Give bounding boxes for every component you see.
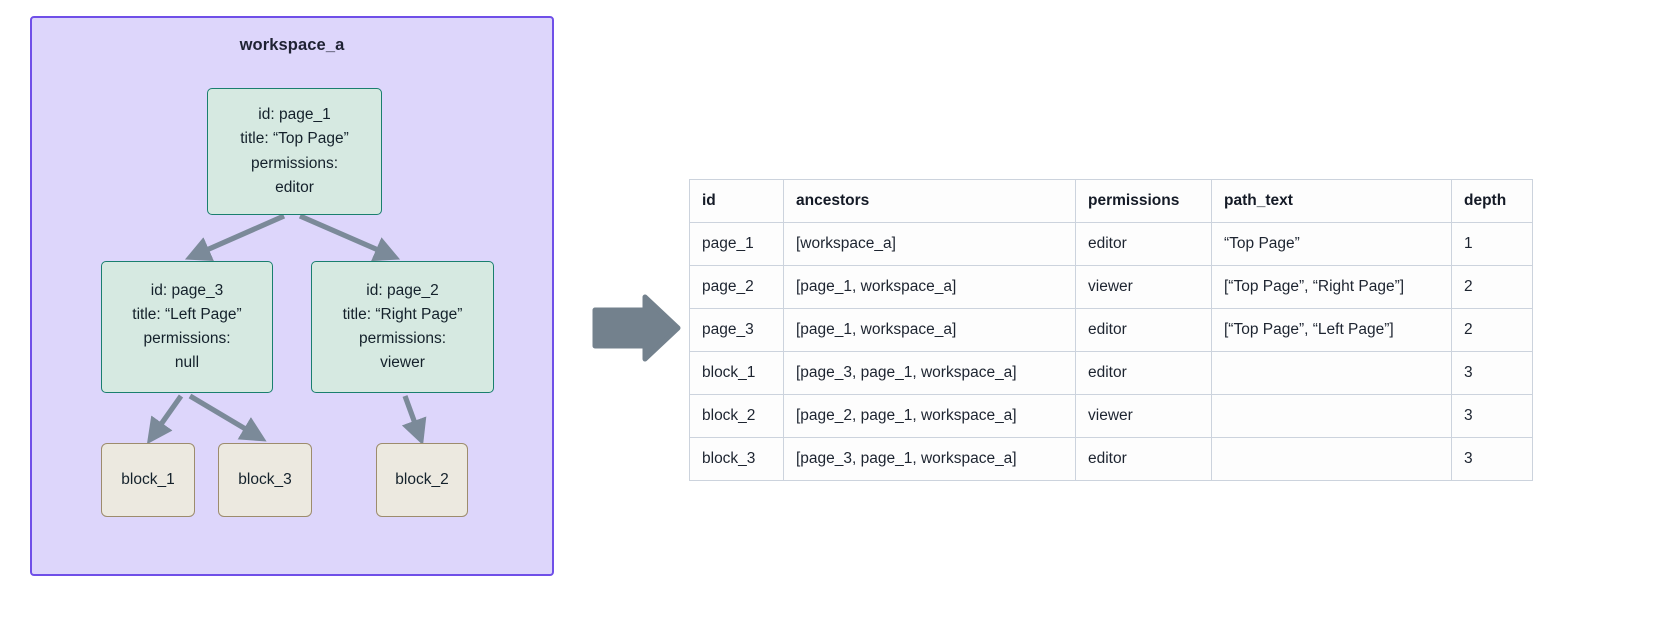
cell-id: page_2 [689, 265, 784, 309]
column-header-id[interactable]: id [689, 179, 784, 223]
table-row[interactable]: page_3 [page_1, workspace_a] editor [“To… [689, 308, 1533, 352]
table-row[interactable]: page_1 [workspace_a] editor “Top Page” 1 [689, 222, 1533, 266]
column-header-permissions[interactable]: permissions [1075, 179, 1212, 223]
cell-permissions: viewer [1075, 394, 1212, 438]
cell-depth: 1 [1451, 222, 1533, 266]
table-header-row: id ancestors permissions path_text depth [689, 179, 1533, 223]
node-page-1[interactable]: id: page_1 title: “Top Page” permissions… [207, 88, 382, 215]
cell-ancestors: [page_3, page_1, workspace_a] [783, 437, 1076, 481]
node-page-2-permissions-label: permissions: [359, 330, 446, 347]
node-page-2-id: id: page_2 [366, 281, 439, 299]
cell-depth: 3 [1451, 351, 1533, 395]
cell-ancestors: [page_1, workspace_a] [783, 308, 1076, 352]
node-page-3-title: title: “Left Page” [132, 305, 242, 323]
cell-ancestors: [workspace_a] [783, 222, 1076, 266]
column-header-ancestors[interactable]: ancestors [783, 179, 1076, 223]
column-header-depth[interactable]: depth [1451, 179, 1533, 223]
cell-depth: 3 [1451, 394, 1533, 438]
node-block-2-label: block_2 [395, 471, 449, 488]
node-block-3-label: block_3 [238, 471, 292, 488]
cell-permissions: viewer [1075, 265, 1212, 309]
result-table: id ancestors permissions path_text depth… [689, 179, 1533, 481]
node-page-3-permissions-value: null [174, 354, 200, 372]
cell-id: block_3 [689, 437, 784, 481]
cell-path-text: [“Top Page”, “Left Page”] [1211, 308, 1452, 352]
cell-id: block_2 [689, 394, 784, 438]
table-row[interactable]: block_1 [page_3, page_1, workspace_a] ed… [689, 351, 1533, 395]
node-page-2-permissions-value: viewer [380, 354, 425, 372]
node-page-1-permissions-label: permissions: [251, 154, 338, 172]
table-row[interactable]: page_2 [page_1, workspace_a] viewer [“To… [689, 265, 1533, 309]
node-page-2-title: title: “Right Page” [342, 305, 463, 323]
node-block-2[interactable]: block_2 [376, 443, 468, 517]
cell-path-text [1211, 394, 1452, 438]
node-page-3-permissions-label: permissions: [143, 330, 231, 347]
node-page-2[interactable]: id: page_2 title: “Right Page” permissio… [311, 261, 494, 393]
node-block-1[interactable]: block_1 [101, 443, 195, 517]
table-row[interactable]: block_2 [page_2, page_1, workspace_a] vi… [689, 394, 1533, 438]
cell-depth: 3 [1451, 437, 1533, 481]
cell-permissions: editor [1075, 437, 1212, 481]
cell-id: block_1 [689, 351, 784, 395]
node-page-1-title: title: “Top Page” [240, 130, 349, 148]
table-row[interactable]: block_3 [page_3, page_1, workspace_a] ed… [689, 437, 1533, 481]
workspace-title: workspace_a [239, 36, 345, 54]
node-page-1-permissions-value: editor [275, 178, 314, 196]
node-page-3[interactable]: id: page_3 title: “Left Page” permission… [101, 261, 273, 393]
cell-id: page_3 [689, 308, 784, 352]
cell-depth: 2 [1451, 265, 1533, 309]
column-header-path-text[interactable]: path_text [1211, 179, 1452, 223]
cell-depth: 2 [1451, 308, 1533, 352]
cell-path-text [1211, 437, 1452, 481]
node-block-1-label: block_1 [121, 471, 175, 488]
cell-path-text: [“Top Page”, “Right Page”] [1211, 265, 1452, 309]
result-table-wrapper: id ancestors permissions path_text depth… [689, 179, 1533, 481]
cell-ancestors: [page_3, page_1, workspace_a] [783, 351, 1076, 395]
cell-ancestors: [page_1, workspace_a] [783, 265, 1076, 309]
node-page-3-id: id: page_3 [150, 281, 224, 299]
node-page-1-id: id: page_1 [258, 106, 331, 124]
cell-path-text: “Top Page” [1211, 222, 1452, 266]
cell-permissions: editor [1075, 308, 1212, 352]
cell-ancestors: [page_2, page_1, workspace_a] [783, 394, 1076, 438]
transform-arrow-icon [592, 294, 681, 362]
node-block-3[interactable]: block_3 [218, 443, 312, 517]
cell-permissions: editor [1075, 222, 1212, 266]
cell-id: page_1 [689, 222, 784, 266]
cell-permissions: editor [1075, 351, 1212, 395]
cell-path-text [1211, 351, 1452, 395]
